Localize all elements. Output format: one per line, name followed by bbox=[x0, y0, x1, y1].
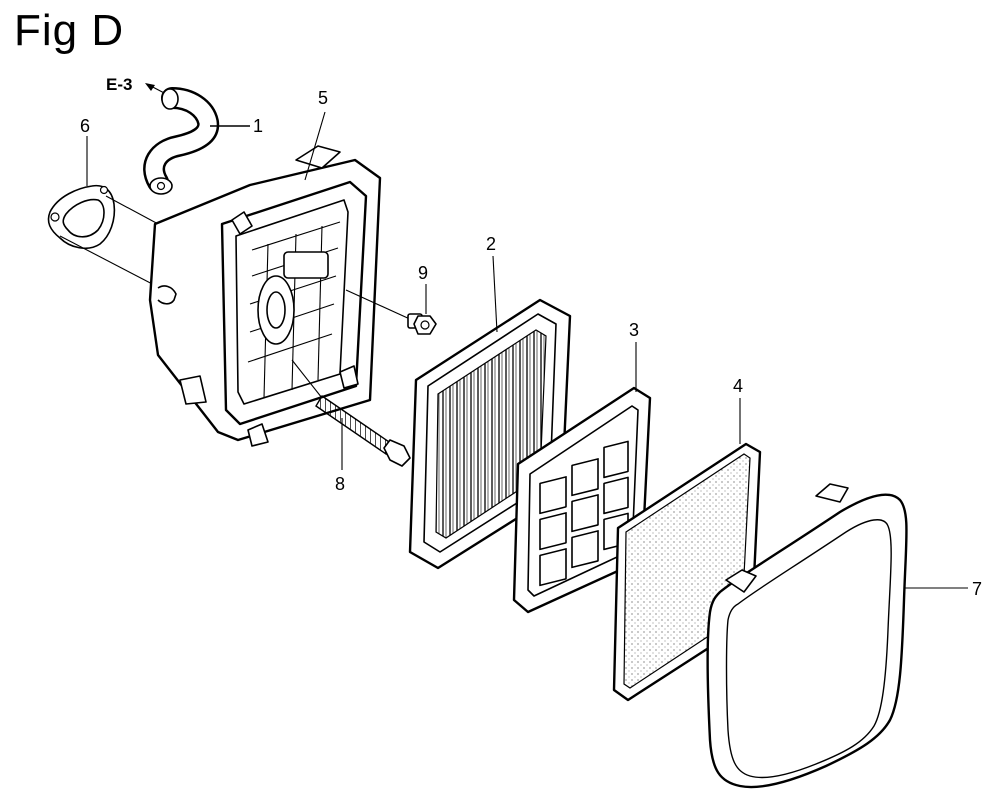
leader-2 bbox=[492, 255, 498, 333]
part-air-cleaner-case bbox=[148, 145, 382, 447]
callout-2: 2 bbox=[486, 234, 496, 254]
callout-5: 5 bbox=[318, 88, 328, 108]
callout-1: 1 bbox=[253, 116, 263, 136]
gasket-guide-line-upper bbox=[105, 195, 161, 226]
part-gasket bbox=[47, 184, 116, 250]
callout-8: 8 bbox=[335, 474, 345, 494]
part-air-cleaner-cover bbox=[706, 483, 908, 789]
gasket-guide-line-lower bbox=[59, 235, 161, 289]
part-element-frame bbox=[512, 386, 652, 614]
callout-9: 9 bbox=[418, 263, 428, 283]
figure-title: Fig D bbox=[14, 6, 125, 55]
part-nut bbox=[345, 289, 437, 335]
callout-7: 7 bbox=[972, 579, 982, 599]
part-breather-tube bbox=[143, 87, 220, 195]
part-bolt bbox=[291, 359, 411, 467]
leader-5 bbox=[304, 111, 326, 181]
callout-3: 3 bbox=[629, 320, 639, 340]
reference-label-e3: E-3 bbox=[106, 75, 132, 94]
callout-4: 4 bbox=[733, 376, 743, 396]
callout-6: 6 bbox=[80, 116, 90, 136]
